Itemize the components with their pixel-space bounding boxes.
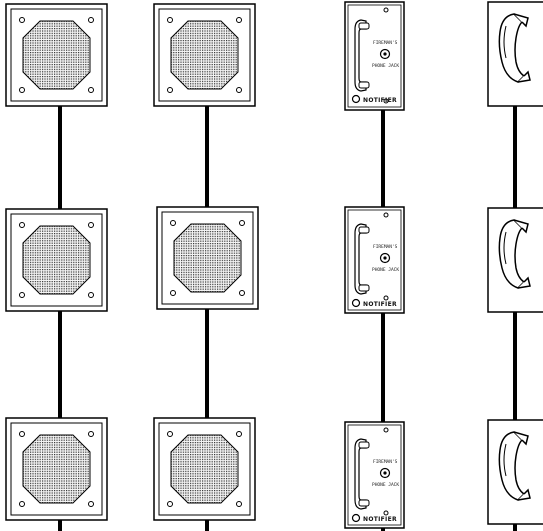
brand-logo-icon bbox=[351, 298, 361, 308]
riser-cables bbox=[58, 106, 517, 531]
screw bbox=[88, 292, 94, 298]
mounting-hole bbox=[383, 212, 389, 218]
speaker-col2-unit3 bbox=[153, 417, 256, 521]
speaker-grille bbox=[170, 434, 239, 504]
screw bbox=[19, 222, 25, 228]
speaker-grille bbox=[173, 223, 242, 293]
screw bbox=[236, 431, 242, 437]
brand-logo-icon bbox=[351, 94, 361, 104]
brand-logo-icon bbox=[351, 513, 361, 523]
speaker-col1-unit3 bbox=[5, 417, 108, 521]
screw bbox=[236, 17, 242, 23]
speaker-grille bbox=[170, 20, 239, 90]
mounting-hole bbox=[383, 510, 389, 516]
screw bbox=[167, 87, 173, 93]
speaker-col1-unit2 bbox=[5, 208, 108, 312]
screw bbox=[170, 220, 176, 226]
screw bbox=[167, 501, 173, 507]
jack-label-top: FIREMAN'S bbox=[373, 459, 398, 465]
screw bbox=[236, 87, 242, 93]
screw bbox=[236, 501, 242, 507]
screw bbox=[239, 220, 245, 226]
speaker-col2-unit1 bbox=[153, 3, 256, 107]
screw bbox=[19, 501, 25, 507]
jack-label-top: FIREMAN'S bbox=[373, 244, 398, 250]
screw bbox=[88, 431, 94, 437]
screw bbox=[88, 501, 94, 507]
screw bbox=[88, 87, 94, 93]
jack-label-bottom: PHONE JACK bbox=[372, 267, 399, 273]
jack-station-unit2: FIREMAN'S PHONE JACK NOTIFIER bbox=[344, 206, 405, 314]
jack-station-unit3: FIREMAN'S PHONE JACK NOTIFIER bbox=[344, 421, 405, 529]
jack-label-bottom: PHONE JACK bbox=[372, 482, 399, 488]
brand-name: NOTIFIER bbox=[363, 516, 397, 523]
screw bbox=[239, 290, 245, 296]
mounting-hole bbox=[383, 7, 389, 13]
jack-label-top: FIREMAN'S bbox=[373, 40, 398, 46]
jack-station-unit1: FIREMAN'S PHONE JACK NOTIFIER bbox=[344, 1, 405, 111]
mounting-hole bbox=[383, 295, 389, 301]
handset-box-unit3 bbox=[487, 419, 543, 525]
speaker-grille bbox=[22, 225, 91, 295]
screw bbox=[19, 17, 25, 23]
screw bbox=[88, 222, 94, 228]
handset-box-unit1 bbox=[487, 1, 543, 107]
brand-name: NOTIFIER bbox=[363, 301, 397, 308]
screw bbox=[19, 431, 25, 437]
jack-label-bottom: PHONE JACK bbox=[372, 63, 399, 69]
speaker-grille bbox=[22, 20, 91, 90]
screw bbox=[167, 431, 173, 437]
screw bbox=[88, 17, 94, 23]
screw bbox=[19, 292, 25, 298]
speaker-col2-unit2 bbox=[156, 206, 259, 310]
screw bbox=[167, 17, 173, 23]
speaker-grille bbox=[22, 434, 91, 504]
brand-name: NOTIFIER bbox=[363, 97, 397, 104]
speaker-col1-unit1 bbox=[5, 3, 108, 107]
mounting-hole bbox=[383, 98, 389, 104]
screw bbox=[19, 87, 25, 93]
screw bbox=[170, 290, 176, 296]
handset-box-unit2 bbox=[487, 207, 543, 313]
mounting-hole bbox=[383, 427, 389, 433]
